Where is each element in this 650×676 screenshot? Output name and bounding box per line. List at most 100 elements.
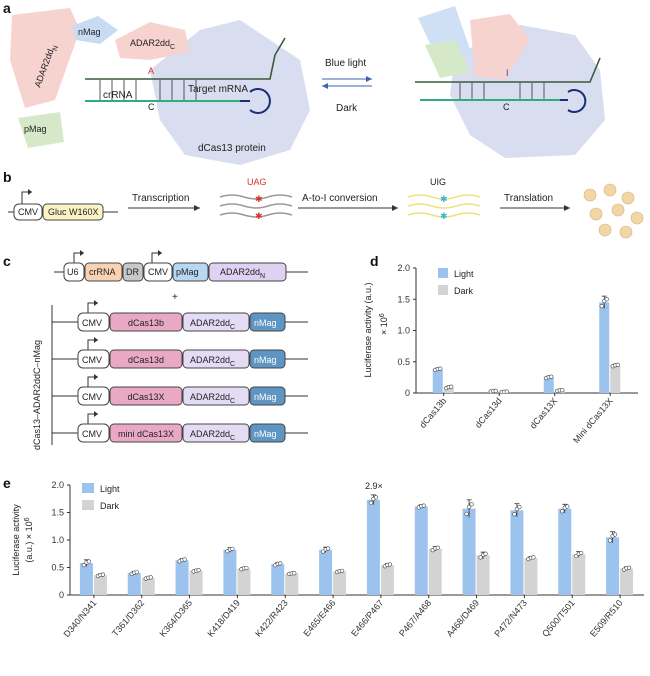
data-point <box>549 374 554 379</box>
y-tick-label: 0.5 <box>397 357 410 367</box>
gluc-box <box>42 203 104 221</box>
adar-blob-right <box>470 14 530 80</box>
y-tick-label: 2.0 <box>51 480 64 490</box>
bar-dark-11 <box>620 568 634 595</box>
adar-c-label-row-1: ADAR2ddC <box>190 355 235 368</box>
data-point <box>387 562 393 567</box>
category-label-1: T361/D362 <box>110 598 146 639</box>
panel-label-d: d <box>370 253 379 269</box>
crrna-label-c: crRNA <box>89 267 116 277</box>
cmv-label-row-3: CMV <box>82 429 102 439</box>
y-tick-label: 0.5 <box>51 563 64 573</box>
nmag-label-row-2: nMag <box>254 392 277 402</box>
data-point <box>615 362 620 367</box>
legend-swatch-e-dark <box>82 500 94 510</box>
target-mrna-label: Target mRNA <box>188 84 248 95</box>
nmag-box-row-1 <box>249 349 286 369</box>
nmag-box-row-3 <box>249 423 286 443</box>
crrna-label: crRNA <box>103 90 133 101</box>
nmag-label: nMag <box>78 27 101 37</box>
bar-dark-6 <box>380 565 394 595</box>
y-tick-label: 1.5 <box>51 508 64 518</box>
dcas13-protein-label: dCas13 protein <box>198 143 266 154</box>
nmag-label-row-1: nMag <box>254 355 277 365</box>
y-tick-label: 0 <box>59 590 64 600</box>
bar-dark-8 <box>476 555 490 595</box>
legend-label-light: Light <box>454 269 474 279</box>
target-mrna-strand <box>85 37 286 80</box>
pmag-label-c: pMag <box>176 267 199 277</box>
data-point <box>449 384 454 389</box>
category-label-7: P467/A468 <box>397 598 433 639</box>
data-point <box>607 538 613 543</box>
data-point <box>339 568 345 573</box>
bar-light-9 <box>510 510 524 595</box>
cmv-box-c0 <box>143 262 173 282</box>
nmag-label-row-3: nMag <box>254 429 277 439</box>
adar-n-label: ADAR2ddN <box>220 267 265 280</box>
cas-label-row-2: dCas13X <box>127 392 164 402</box>
cas-box-row-3 <box>109 423 183 443</box>
chart-d-yscale: × 106 <box>379 313 389 335</box>
bar-light-2 <box>543 377 554 393</box>
promoter-arrowhead-2 <box>94 374 98 380</box>
mrna-gray-2 <box>219 203 293 209</box>
promoter-arrowhead-1 <box>94 337 98 343</box>
data-point <box>325 546 331 551</box>
promoter-arrow-2 <box>87 376 98 387</box>
gluc-label: Gluc W160X <box>48 207 99 217</box>
crrna-hairpin <box>240 88 271 114</box>
bar-dark-4 <box>285 573 299 595</box>
bar-light-0 <box>432 369 443 393</box>
adar-c-label-row-2: ADAR2ddC <box>190 392 235 405</box>
pmag-box <box>172 262 209 282</box>
data-point <box>466 504 472 509</box>
dark-label: Dark <box>336 103 358 114</box>
adar2ddc-blob <box>115 22 190 60</box>
data-point <box>244 565 249 571</box>
adar2ddc-label: ADAR2ddC <box>130 38 175 51</box>
data-point <box>230 546 235 551</box>
data-point <box>464 511 469 517</box>
category-label-1: dCas13d <box>473 396 504 430</box>
base-pairs <box>99 80 197 100</box>
svg-text:✱: ✱ <box>255 194 263 204</box>
promoter-arrowhead-3 <box>94 411 98 417</box>
data-point <box>86 559 92 564</box>
cmv-box-row-2 <box>77 386 110 406</box>
legend-swatch-light <box>438 268 448 278</box>
uag-label: UAG <box>247 177 267 187</box>
panel-label-e: e <box>3 475 11 491</box>
cas-box-row-0 <box>109 312 183 332</box>
data-point <box>579 550 584 556</box>
bar-dark-0 <box>93 575 107 595</box>
bar-dark-1 <box>141 577 155 595</box>
cas-box-row-1 <box>109 349 183 369</box>
u6-label: U6 <box>67 267 79 277</box>
nmag-label-row-0: nMag <box>254 318 277 328</box>
legend-label-e-dark: Dark <box>100 501 120 511</box>
legend-label-e-light: Light <box>100 484 120 494</box>
category-label-0: D340/N341 <box>62 598 99 639</box>
y-tick-label: 0 <box>405 388 410 398</box>
category-label-2: K364/D365 <box>157 598 194 639</box>
cmv-label-b: CMV <box>18 207 38 217</box>
category-label-9: P472/N473 <box>492 598 529 639</box>
data-point <box>435 545 440 550</box>
bar-light-3 <box>223 549 237 595</box>
adar2ddn-blob <box>10 8 80 108</box>
category-label-10: Q500/T501 <box>540 598 577 639</box>
construct-side-label: dCas13–ADAR2ddC–nMag <box>32 340 42 450</box>
dr-label: DR <box>126 267 139 277</box>
category-label-0: dCas13b <box>417 396 448 430</box>
data-point <box>512 512 517 517</box>
adar-c-box-row-0 <box>182 312 250 332</box>
category-label-6: E466/P467 <box>349 598 385 639</box>
cas-label-row-3: mini dCas13X <box>118 429 174 439</box>
svg-text:✱: ✱ <box>440 211 448 221</box>
data-point <box>148 575 153 580</box>
nmag-box-row-2 <box>249 386 286 406</box>
